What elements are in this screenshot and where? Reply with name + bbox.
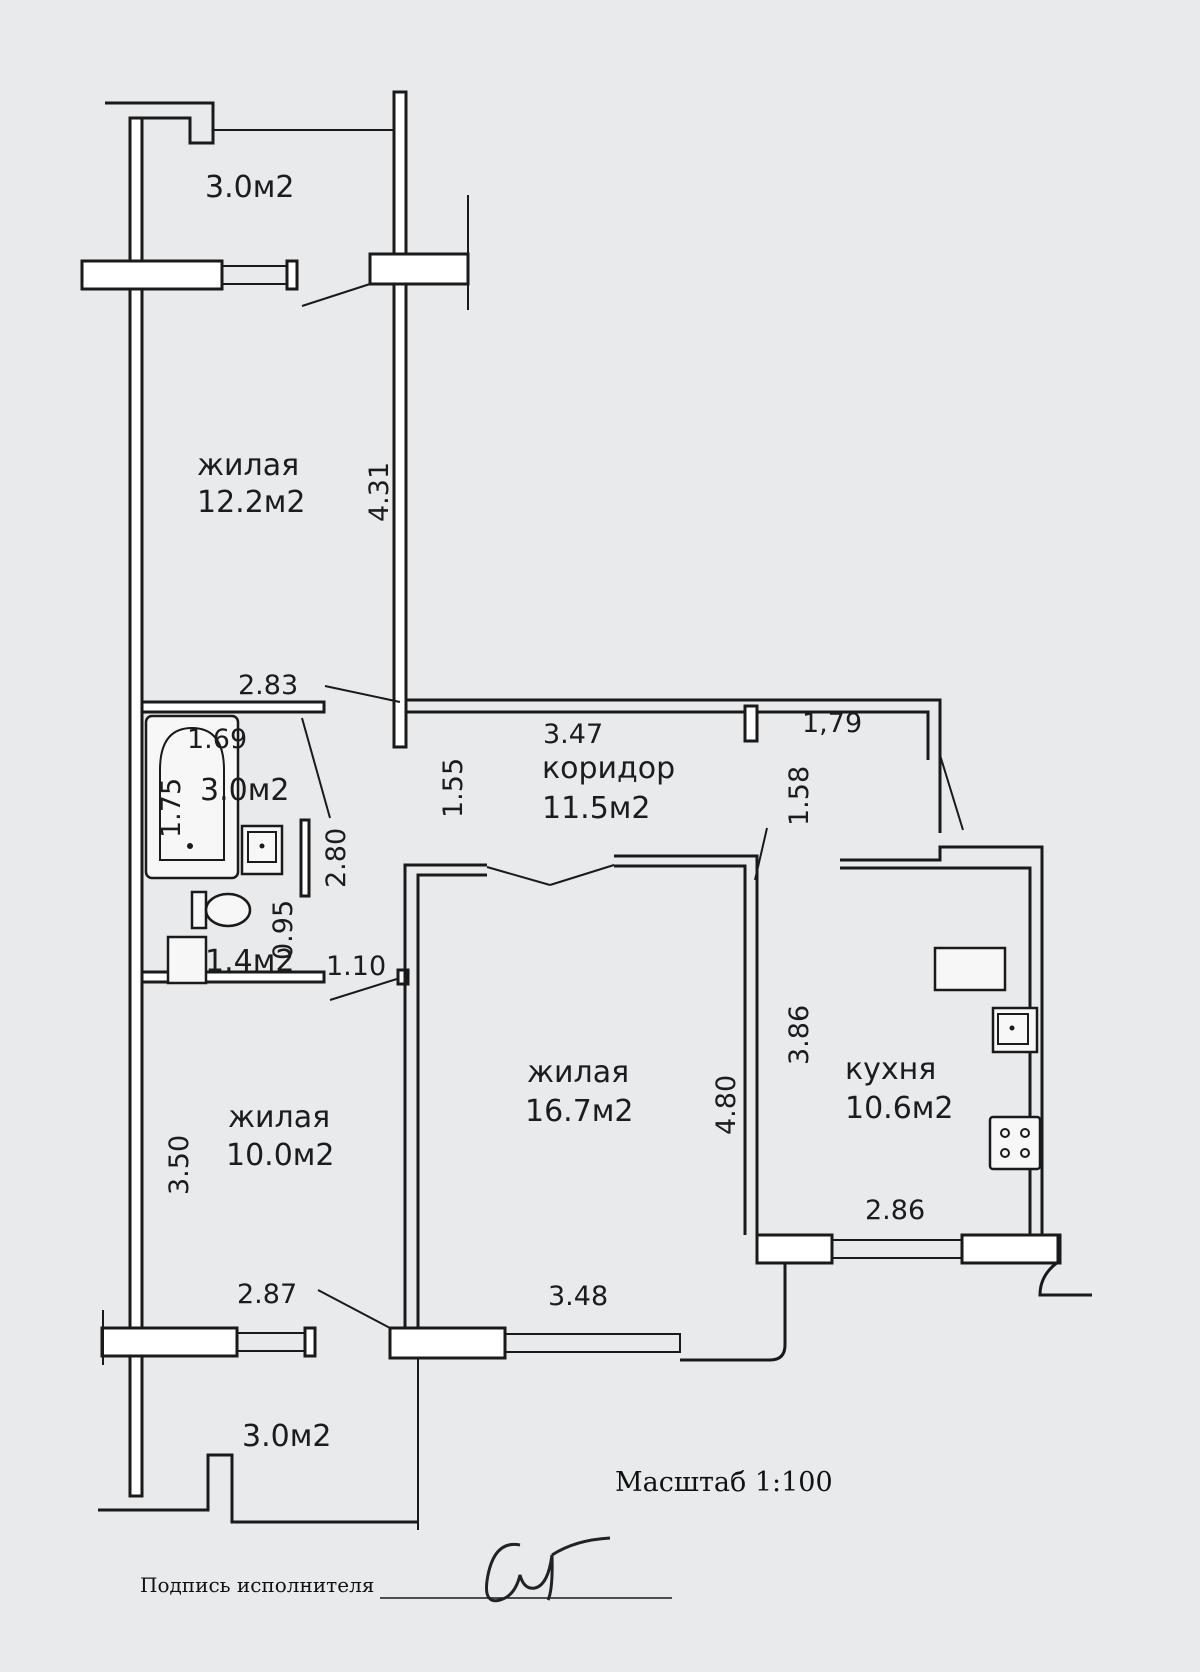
bathroom-area: 3.0м2 xyxy=(200,773,289,808)
dim-386: 3.86 xyxy=(784,1005,815,1065)
dim-179: 1,79 xyxy=(802,708,862,739)
wall-kitchen-top-inner xyxy=(840,866,1032,1235)
kitchen-sink-icon xyxy=(991,1006,1039,1054)
washing-machine-icon xyxy=(166,935,208,985)
wall-toilet-bottom xyxy=(140,970,326,984)
walls xyxy=(80,90,1092,1530)
wall-window-top-left xyxy=(80,259,224,291)
wall-middle-room-right-inner xyxy=(614,864,747,1235)
window-top xyxy=(221,265,288,285)
wall-kitchen-window-left xyxy=(755,1233,834,1265)
wall-middle-room-right xyxy=(614,854,759,1235)
dim-283: 2.83 xyxy=(238,670,298,701)
kitchen-counter xyxy=(933,946,1007,992)
dim-287: 2.87 xyxy=(237,1279,297,1310)
wall-corridor-top-inner xyxy=(406,710,930,760)
living-top-name: жилая xyxy=(197,448,299,483)
dim-280: 2.80 xyxy=(321,828,352,888)
kitchen-name: кухня xyxy=(845,1052,936,1087)
dim-347: 3.47 xyxy=(543,719,603,750)
window-bottom-middle xyxy=(504,1333,681,1353)
dim-095: 0.95 xyxy=(268,900,299,960)
dim-480: 4.80 xyxy=(711,1075,742,1135)
dim-287-leader xyxy=(317,1289,391,1329)
living-top-area: 12.2м2 xyxy=(197,485,306,520)
wall-toilet-stub xyxy=(396,968,410,986)
kitchen-area: 10.6м2 xyxy=(845,1091,954,1126)
toilet-area: 1.4м2 xyxy=(205,944,294,979)
living-bottom-name: жилая xyxy=(228,1100,330,1135)
balcony-bottom-frame xyxy=(98,1453,418,1524)
dim-348: 3.48 xyxy=(548,1281,608,1312)
door-balcony-top xyxy=(301,283,371,307)
stove-icon xyxy=(988,1115,1042,1171)
bathtub-icon xyxy=(144,714,240,880)
door-toilet xyxy=(329,977,401,1001)
living-middle-name: жилая xyxy=(527,1055,629,1090)
door-entrance xyxy=(939,754,964,831)
balcony-top-area: 3.0м2 xyxy=(205,170,294,205)
wall-corridor-top xyxy=(406,698,942,833)
door-middle-room-a xyxy=(486,866,551,886)
living-middle-area: 16.7м2 xyxy=(525,1094,634,1129)
wall-kitchen-top xyxy=(840,845,1044,1235)
dim-283-leader xyxy=(324,685,401,703)
signature-icon xyxy=(485,1536,611,1603)
dim-175: 1.75 xyxy=(156,778,187,838)
wall-middle-room-left-inner xyxy=(416,873,487,1330)
wall-balcony-top-corner xyxy=(105,101,215,145)
wall-window-top-mid xyxy=(285,259,299,291)
balcony-bottom-area: 3.0м2 xyxy=(242,1419,331,1454)
wall-window-bottom-left xyxy=(100,1326,239,1358)
window-kitchen xyxy=(831,1239,963,1259)
wall-kitchen-corner xyxy=(1038,1235,1092,1297)
wall-window-top-right xyxy=(368,252,470,286)
dim-169: 1.69 xyxy=(187,724,247,755)
living-bottom-area: 10.0м2 xyxy=(226,1138,335,1173)
wall-bath-right xyxy=(299,818,311,898)
window-bottom-left xyxy=(236,1332,306,1352)
dim-350: 3.50 xyxy=(164,1135,195,1195)
dim-286: 2.86 xyxy=(865,1195,925,1226)
wall-window-bottom-a xyxy=(388,1326,507,1360)
wall-bath-top xyxy=(140,700,326,714)
door-bath xyxy=(301,717,331,819)
corridor-name: коридор xyxy=(542,751,675,786)
wall-window-bottom-left-post xyxy=(303,1326,317,1358)
wall-left-outer xyxy=(128,116,144,1498)
corridor-area: 11.5м2 xyxy=(542,791,651,826)
toilet-icon xyxy=(190,890,252,930)
signature-label: Подпись исполнителя xyxy=(140,1573,374,1597)
fixtures xyxy=(144,714,1042,1171)
door-kitchen-corridor xyxy=(754,827,768,881)
dim-431: 4.31 xyxy=(364,462,395,522)
scale-label: Масштаб 1:100 xyxy=(615,1467,833,1498)
dim-155: 1.55 xyxy=(438,758,469,818)
wall-middle-room-left xyxy=(403,863,487,1345)
dim-110: 1.10 xyxy=(326,951,386,982)
sink-icon xyxy=(240,824,284,876)
door-middle-room-b xyxy=(549,864,615,886)
dim-158: 1.58 xyxy=(784,766,815,826)
wall-kitchen-window-right xyxy=(960,1233,1062,1265)
wall-corridor-stub xyxy=(743,704,759,743)
wall-bottom-corner xyxy=(680,1261,787,1362)
wall-room-top-right xyxy=(392,90,408,749)
